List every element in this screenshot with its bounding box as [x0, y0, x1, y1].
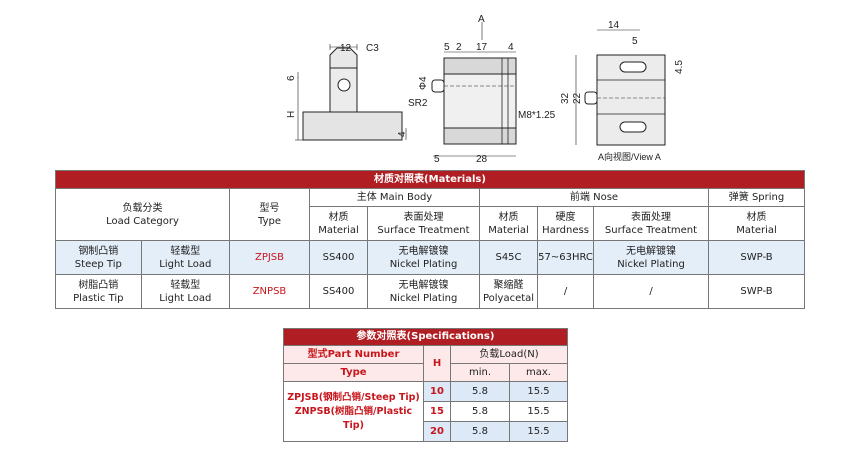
- view-dim-22: 22: [572, 92, 583, 104]
- front-dim-sr2: SR2: [408, 98, 428, 109]
- min-header: min.: [450, 363, 510, 382]
- view-a: [575, 29, 666, 146]
- type-line-1: ZPJSB(钢制凸销/Steep Tip): [287, 391, 420, 403]
- materials-title: 材质对照表(Materials): [55, 170, 805, 189]
- specifications-table: 参数对照表(Specifications) 型式Part Number H 负载…: [283, 328, 568, 442]
- max-header: max.: [509, 363, 568, 382]
- view-dim-32: 32: [560, 92, 571, 104]
- h-cell: 15: [423, 401, 451, 422]
- front-view: [431, 22, 517, 157]
- front-dim-17: 17: [476, 42, 488, 53]
- max-cell: 15.5: [509, 381, 568, 402]
- front-dim-m8: M8*1.25: [518, 110, 556, 121]
- nose-hardness-cell: /: [537, 274, 594, 309]
- front-dim-5: 5: [444, 42, 450, 53]
- view-dim-14: 14: [608, 20, 620, 31]
- front-dim-28: 28: [476, 154, 488, 165]
- side-dim-4: 4: [397, 131, 408, 137]
- part-number-header: 型式Part Number: [283, 345, 424, 364]
- min-cell: 5.8: [450, 421, 510, 442]
- type-header: 型号 Type: [229, 188, 310, 241]
- view-dim-4-5: 4.5: [674, 60, 685, 74]
- side-view: [295, 44, 407, 141]
- view-dim-5: 5: [632, 36, 638, 47]
- body-material-cell: SS400: [309, 274, 368, 309]
- max-cell: 15.5: [509, 421, 568, 442]
- side-dim-h: H: [286, 111, 297, 118]
- main-body-header: 主体 Main Body: [309, 188, 480, 207]
- max-cell: 15.5: [509, 401, 568, 422]
- spring-header: 弹簧 Spring: [708, 188, 805, 207]
- side-dim-c3: C3: [366, 43, 379, 54]
- type-names-cell: ZPJSB(钢制凸销/Steep Tip) ZNPSB(树脂凸销/Plastic…: [283, 381, 424, 442]
- load-header: 负载Load(N): [450, 345, 568, 364]
- side-dim-12: 12: [340, 43, 352, 54]
- load-category-en: Load Category: [106, 215, 179, 227]
- min-cell: 5.8: [450, 381, 510, 402]
- nose-hardness-cell: 57~63HRC: [537, 240, 594, 275]
- front-dim-4: 4: [508, 42, 514, 53]
- h-cell: 20: [423, 421, 451, 442]
- table-row: 15 5.8 15.5: [284, 401, 568, 422]
- front-dim-5b: 5: [434, 154, 440, 165]
- h-cell: 10: [423, 381, 451, 402]
- drawing-svg: 12 C3 6 H 4 A 5 2 17 4 Φ4 SR2 M8*1.25 5 …: [286, 14, 685, 165]
- front-dim-2: 2: [456, 42, 462, 53]
- spring-cell: SWP-B: [708, 240, 805, 275]
- type-line-2: ZNPSB(树脂凸销/Plastic Tip): [294, 405, 413, 431]
- min-cell: 5.8: [450, 401, 510, 422]
- table-row: 20 5.8 15.5: [284, 421, 568, 442]
- spring-cell: SWP-B: [708, 274, 805, 309]
- type-en: Type: [258, 215, 281, 227]
- nose-header: 前端 Nose: [479, 188, 709, 207]
- nose-surface-cell: /: [593, 274, 709, 309]
- specs-title: 参数对照表(Specifications): [283, 328, 568, 346]
- body-material-cell: SS400: [309, 240, 368, 275]
- type-cell: ZPJSB: [229, 240, 310, 275]
- type-header: Type: [283, 363, 424, 382]
- view-caption: A向视图/View A: [598, 151, 661, 162]
- h-header: H: [423, 345, 451, 382]
- materials-table: 材质对照表(Materials) 负载分类 Load Category 型号 T…: [55, 170, 805, 309]
- nose-material-cell: S45C: [479, 240, 538, 275]
- type-cell: ZNPSB: [229, 274, 310, 309]
- table-row: ZPJSB(钢制凸销/Steep Tip) ZNPSB(树脂凸销/Plastic…: [283, 381, 568, 442]
- load-category-header: 负载分类 Load Category: [55, 188, 230, 241]
- front-dim-a: A: [478, 14, 485, 25]
- type-cn: 型号: [259, 202, 280, 214]
- side-dim-6: 6: [286, 75, 297, 81]
- load-category-cn: 负载分类: [122, 202, 163, 214]
- technical-drawings: 12 C3 6 H 4 A 5 2 17 4 Φ4 SR2 M8*1.25 5 …: [0, 0, 860, 168]
- front-dim-phi4: Φ4: [418, 76, 429, 90]
